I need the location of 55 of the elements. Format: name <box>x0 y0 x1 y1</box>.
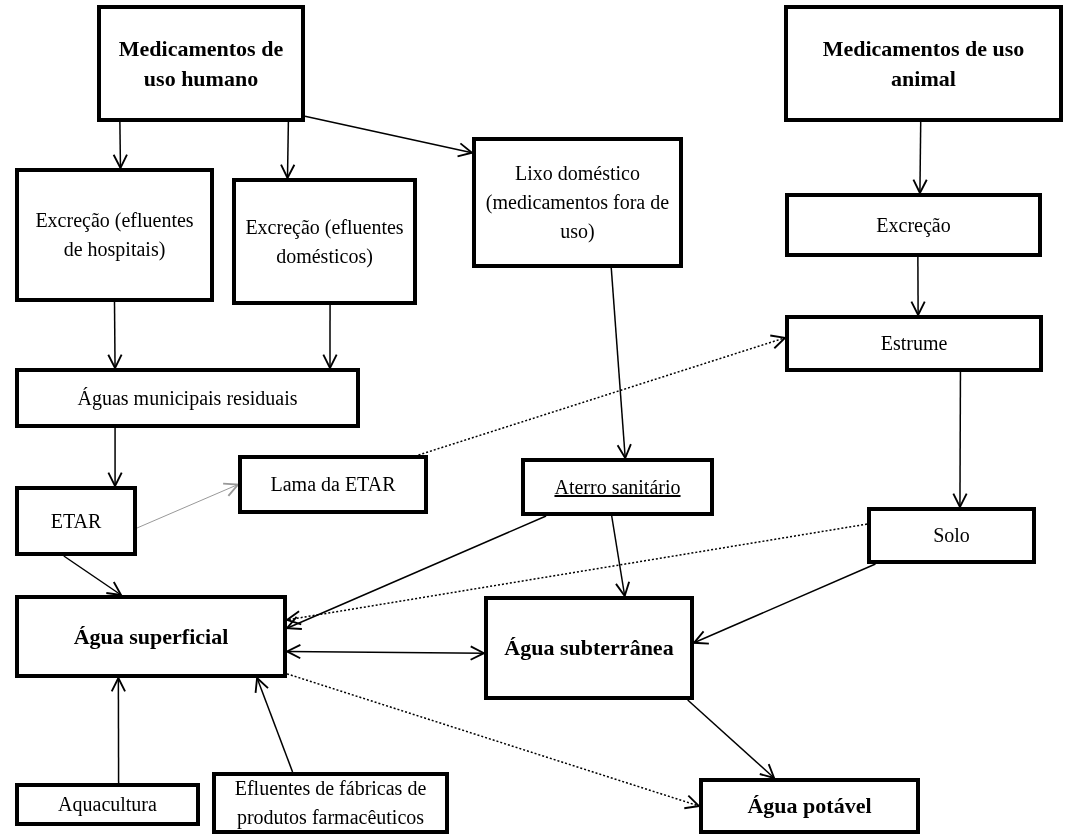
box-label: Águas municipais residuais <box>77 385 298 412</box>
process-box <box>472 137 683 268</box>
arrow <box>286 515 547 630</box>
process-box <box>15 783 200 826</box>
process-box <box>521 458 714 516</box>
arrow <box>952 371 968 508</box>
arrow <box>910 256 926 316</box>
arrow <box>322 304 338 369</box>
process-box <box>15 595 287 678</box>
process-box <box>15 486 137 556</box>
box-label: Aquacultura <box>58 792 157 818</box>
box-label: Medicamentos de uso animal <box>821 34 1026 93</box>
box-label: Excreção <box>876 212 951 239</box>
arrow <box>304 115 473 158</box>
arrow <box>610 267 632 459</box>
arrow <box>912 121 928 194</box>
arrow <box>112 121 128 169</box>
process-box <box>15 168 214 302</box>
process-box <box>212 772 449 834</box>
box-label: Água superficial <box>73 622 229 651</box>
process-box <box>238 455 428 514</box>
process-box <box>784 5 1063 122</box>
box-label: Efluentes de fábricas de produtos farmacêuticos <box>233 776 428 831</box>
dotted-arrow <box>417 334 786 456</box>
arrow <box>107 427 123 487</box>
box-label: Excreção (efluentes de hospitais) <box>34 208 195 263</box>
box-label: Aterro sanitário <box>554 474 681 500</box>
process-box <box>232 178 417 305</box>
arrow <box>110 677 126 784</box>
box-label: Solo <box>933 523 970 548</box>
box-label: Lama da ETAR <box>270 472 396 497</box>
arrow <box>280 121 296 179</box>
dotted-arrow <box>286 523 868 626</box>
process-box <box>867 507 1036 564</box>
arrow <box>286 643 485 661</box>
box-label: ETAR <box>50 508 102 534</box>
arrow <box>610 515 631 597</box>
process-box <box>699 778 920 834</box>
box-label: Lixo doméstico (medicamentos fora de uso) <box>484 161 671 244</box>
box-label: Medicamentos de uso humano <box>117 34 285 93</box>
box-label: Estrume <box>880 331 948 356</box>
process-box <box>15 368 360 428</box>
arrow <box>136 482 239 529</box>
arrow <box>686 699 776 779</box>
arrow <box>107 301 123 369</box>
process-box <box>97 5 305 122</box>
box-label: Água potável <box>747 792 872 821</box>
arrow <box>693 563 877 645</box>
process-box <box>484 596 694 700</box>
box-label: Água subterrânea <box>504 634 674 663</box>
arrow <box>254 677 294 773</box>
process-box <box>785 193 1042 257</box>
arrow <box>63 555 122 596</box>
box-label: Excreção (efluentes domésticos) <box>244 214 405 270</box>
process-box <box>785 315 1043 372</box>
